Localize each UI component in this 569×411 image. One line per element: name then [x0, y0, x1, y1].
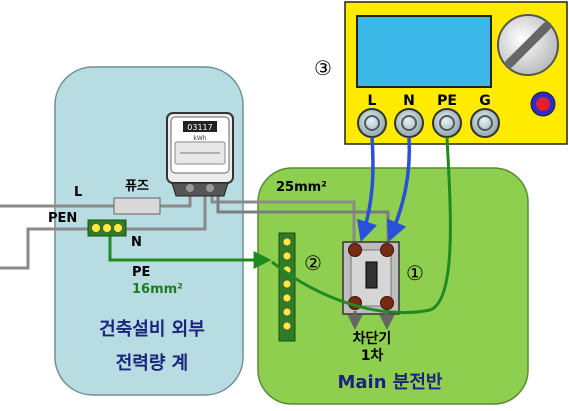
cable-size-label: 25mm²	[276, 180, 327, 195]
label-l: L	[74, 185, 82, 200]
tester-label-n: N	[403, 93, 415, 109]
tester-terminal-g[interactable]	[470, 108, 500, 138]
tester-label-pe: PE	[437, 93, 457, 109]
tester-terminal-n[interactable]	[394, 108, 424, 138]
kwh-meter	[166, 112, 234, 197]
outer-box-title-1: 건축설비 외부	[99, 319, 205, 340]
tester-terminal-pe[interactable]	[432, 108, 462, 138]
fuse	[113, 197, 161, 215]
breaker-label-1: 차단기	[353, 330, 392, 347]
marker-3: ③	[314, 56, 332, 80]
label-pen: PEN	[48, 211, 77, 226]
meter-digits: 03117	[187, 123, 212, 132]
marker-1: ①	[406, 261, 424, 285]
label-pe: PE	[132, 265, 150, 280]
main-panel-title: Main 분전반	[338, 372, 443, 393]
tester-screen	[356, 15, 492, 88]
fuse-label: 퓨즈	[125, 179, 149, 194]
tester-terminal-l[interactable]	[357, 108, 387, 138]
label-pe-size: 16mm²	[132, 282, 183, 297]
breaker-label-2: 1차	[361, 348, 384, 364]
tester-device	[344, 1, 568, 145]
main-breaker[interactable]	[342, 241, 400, 315]
label-n: N	[131, 235, 142, 250]
tester-label-l: L	[368, 93, 377, 109]
ground-bus-bar	[278, 232, 296, 342]
tester-label-g: G	[479, 93, 491, 109]
marker-2: ②	[304, 251, 322, 275]
pe-wire	[108, 236, 272, 269]
tester-l-lead	[357, 136, 378, 243]
pen-terminal-block	[87, 219, 127, 237]
tester-n-lead	[386, 136, 412, 242]
tester-pe-lead	[271, 136, 452, 314]
outer-box-title-2: 전력량 계	[116, 353, 189, 374]
meter-unit: kWh	[193, 135, 206, 142]
